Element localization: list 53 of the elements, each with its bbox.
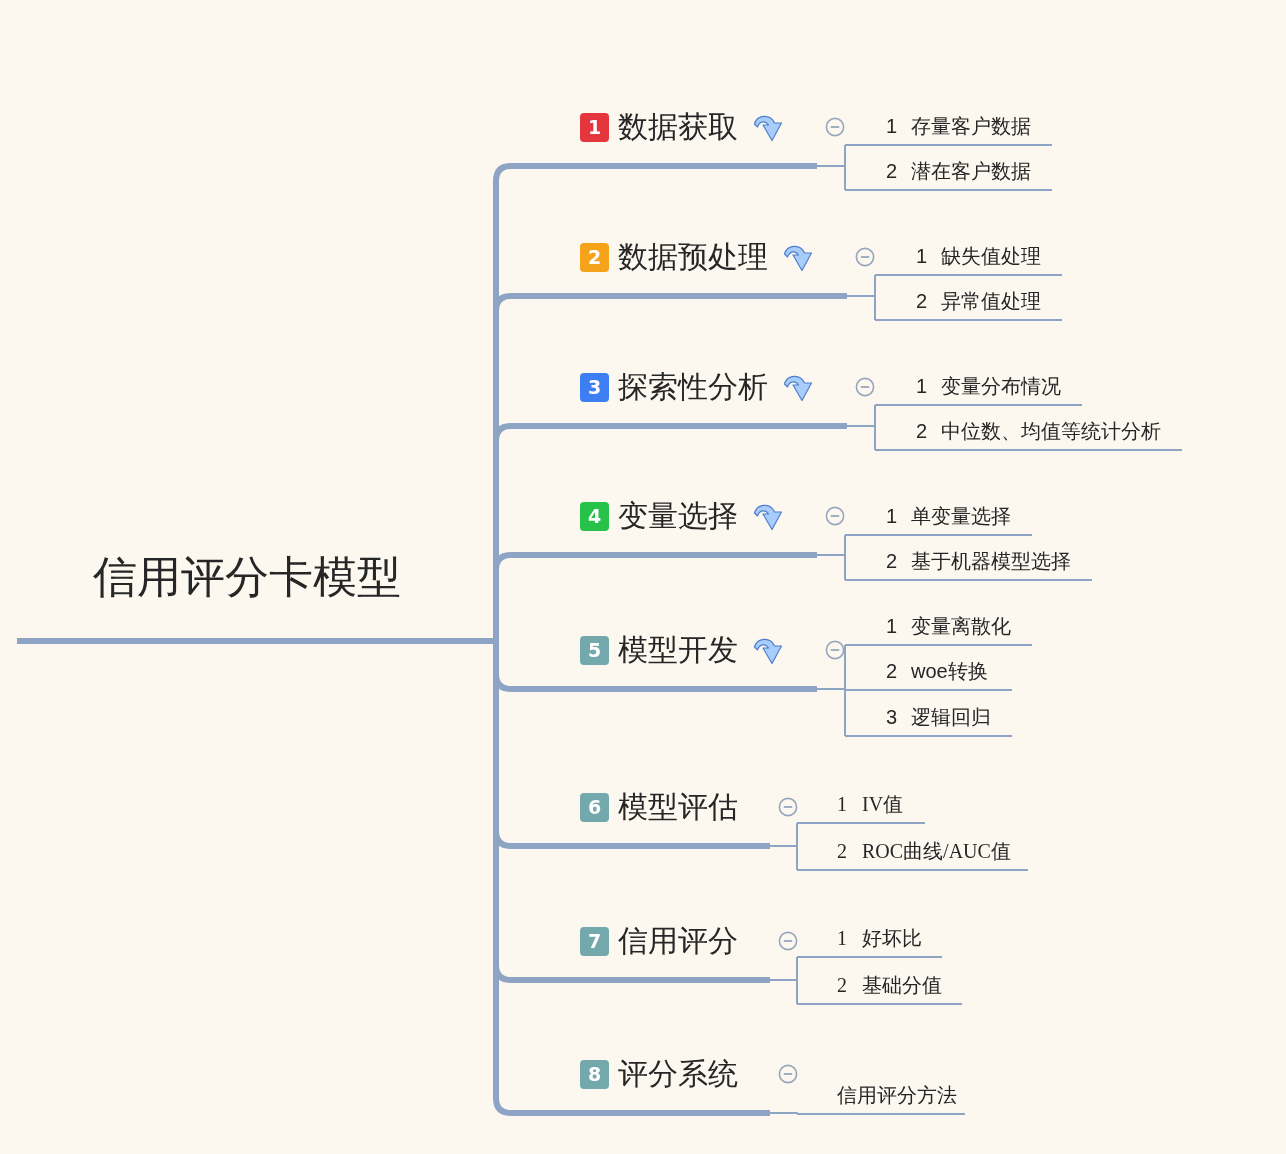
number-badge: 2 xyxy=(580,242,609,272)
item-number: 1 xyxy=(886,616,899,636)
number-badge: 8 xyxy=(580,1059,609,1089)
subtopic-text: 基于机器模型选择 xyxy=(911,551,1071,571)
number-badge: 1 xyxy=(580,112,609,142)
item-number: 2 xyxy=(837,975,848,995)
number-badge: 4 xyxy=(580,501,609,531)
item-number: 2 xyxy=(916,421,929,441)
subtopic-text: 潜在客户数据 xyxy=(911,161,1031,181)
subtopic-text: 异常值处理 xyxy=(941,291,1041,311)
subtopic-text: ROC曲线/AUC值 xyxy=(862,841,1011,861)
connector-line xyxy=(816,554,846,581)
item-number: 1 xyxy=(837,928,848,948)
item-number: 2 xyxy=(886,161,899,181)
item-number: 2 xyxy=(886,551,899,571)
item-number: 1 xyxy=(916,246,929,266)
subtopic-text: 变量分布情况 xyxy=(941,376,1061,396)
item-number: 3 xyxy=(886,707,899,727)
subtopic-text: 缺失值处理 xyxy=(941,246,1041,266)
subtopic-text: woe转换 xyxy=(911,661,988,681)
item-number: 2 xyxy=(886,661,899,681)
branch-title: 变量选择 xyxy=(618,501,738,531)
connector-line xyxy=(769,979,798,1005)
number-badge: 7 xyxy=(580,926,609,956)
branch-title: 数据预处理 xyxy=(618,242,768,272)
item-number: 2 xyxy=(837,841,848,861)
subtopic-text: 信用评分方法 xyxy=(837,1085,957,1105)
branch-title: 模型评估 xyxy=(618,792,738,822)
subtopic-text: 存量客户数据 xyxy=(911,116,1031,136)
connector-line xyxy=(769,1112,798,1115)
central-topic-text: 信用评分卡模型 xyxy=(93,555,401,599)
connector-line xyxy=(769,845,798,871)
subtopic-text: IV值 xyxy=(862,794,904,814)
item-number: 1 xyxy=(886,506,899,526)
branch-title: 信用评分 xyxy=(618,926,738,956)
item-number: 1 xyxy=(916,376,929,396)
item-number: 1 xyxy=(886,116,899,136)
subtopic-text: 中位数、均值等统计分析 xyxy=(941,421,1161,441)
number-badge: 3 xyxy=(580,372,609,402)
connector-line xyxy=(816,688,846,737)
item-number: 1 xyxy=(837,794,848,814)
subtopic-text: 单变量选择 xyxy=(911,506,1011,526)
subtopic-text: 逻辑回归 xyxy=(911,707,991,727)
number-badge: 6 xyxy=(580,792,609,822)
branch-title: 探索性分析 xyxy=(618,372,768,402)
subtopic-text: 变量离散化 xyxy=(911,616,1011,636)
branch-title: 数据获取 xyxy=(618,112,738,142)
branch-title: 评分系统 xyxy=(618,1059,738,1089)
subtopic-text: 好坏比 xyxy=(862,928,922,948)
subtopic-text: 基础分值 xyxy=(862,975,942,995)
number-badge: 5 xyxy=(580,635,609,665)
branch-title: 模型开发 xyxy=(618,635,738,665)
item-number: 2 xyxy=(916,291,929,311)
